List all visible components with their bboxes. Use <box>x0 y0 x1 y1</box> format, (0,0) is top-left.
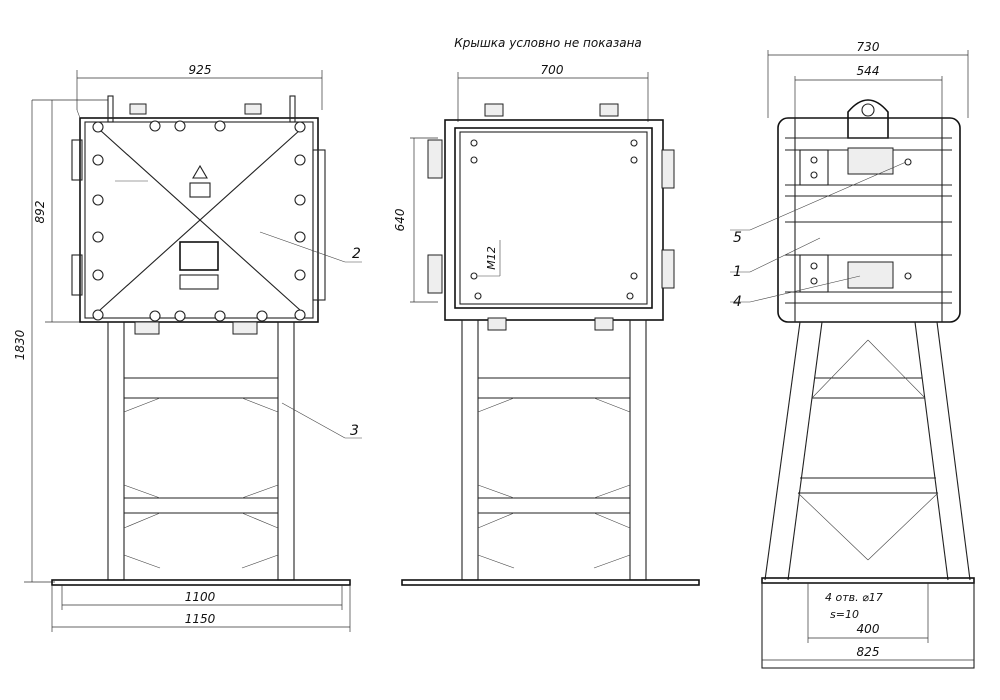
callout-3: 3 <box>350 423 359 439</box>
side-dim-outer: 730 <box>857 40 880 54</box>
holes-note: 4 отв. ⌀17 <box>825 591 883 604</box>
front-dim-box-height: 892 <box>33 201 47 224</box>
middle-dim-height: 640 <box>393 208 407 231</box>
front-dim-base-outer: 1150 <box>185 612 216 626</box>
side-dim-base: 825 <box>857 645 880 659</box>
callout-2: 2 <box>352 246 361 262</box>
callout-1: 1 <box>733 264 742 280</box>
cover-not-shown-note: Крышка условно не показана <box>454 36 642 50</box>
front-dim-base-inner: 1100 <box>185 590 216 604</box>
side-dim-inner: 544 <box>857 64 880 78</box>
open-view: 700 640 M12 <box>393 63 700 586</box>
callout-4: 4 <box>733 294 742 310</box>
front-dim-width: 925 <box>189 63 212 77</box>
front-view: 925 892 1830 <box>13 63 362 632</box>
middle-dim-width: 700 <box>541 63 564 77</box>
thickness-note: s=10 <box>830 608 859 621</box>
callout-5: 5 <box>733 230 742 246</box>
front-dim-total-height: 1830 <box>13 329 27 360</box>
side-view: 730 544 5 <box>730 40 975 669</box>
thread-label: M12 <box>485 246 498 270</box>
side-dim-holes: 400 <box>857 622 880 636</box>
